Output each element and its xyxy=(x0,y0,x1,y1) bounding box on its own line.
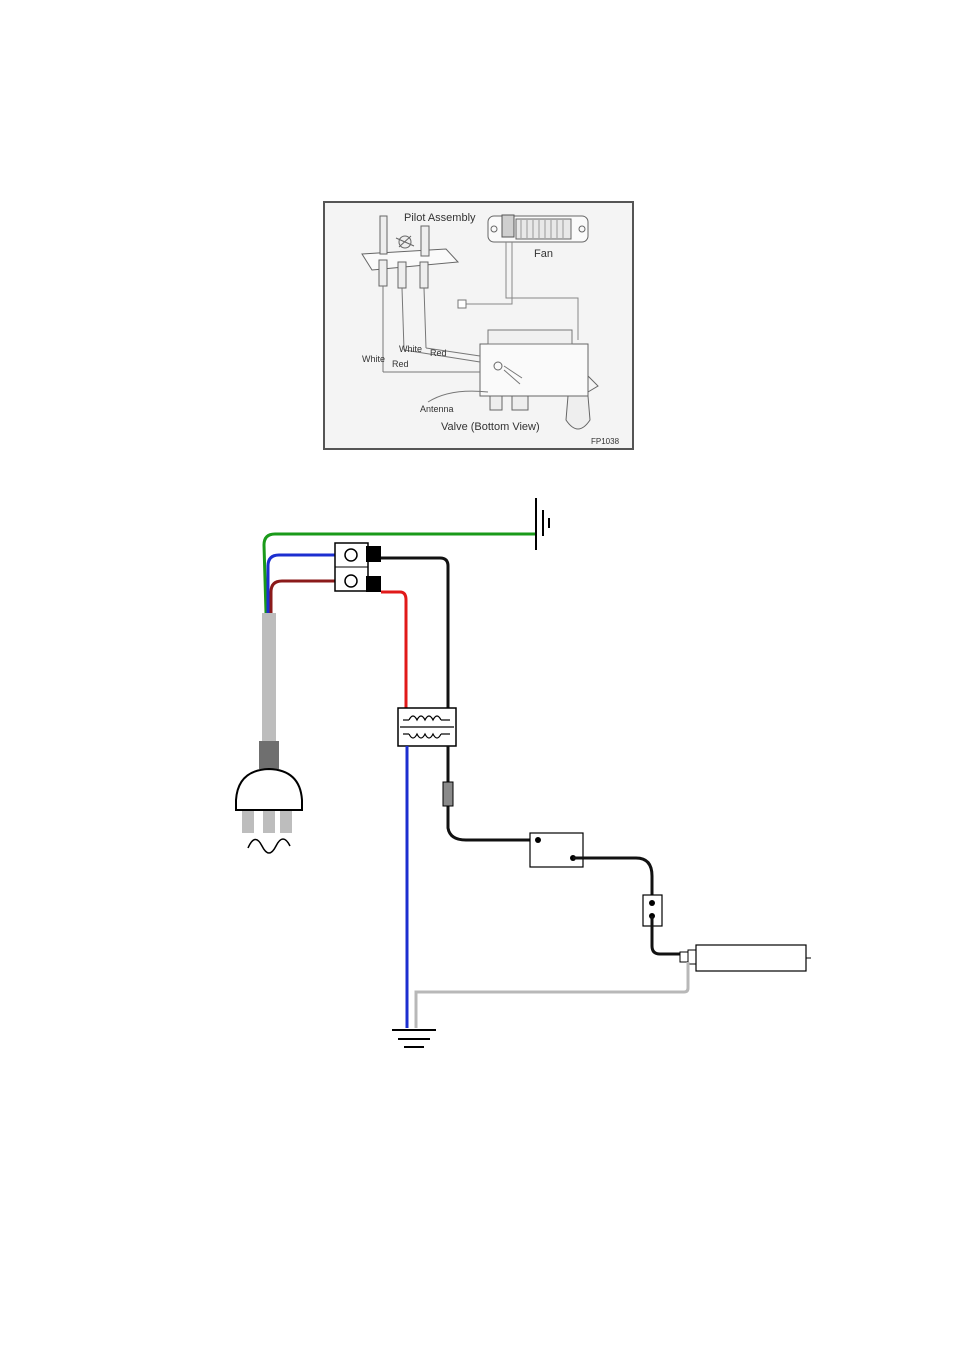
ac-symbol xyxy=(248,839,290,853)
red-wire-label-upper: Red xyxy=(430,348,447,358)
white-wire-label-upper: White xyxy=(399,344,422,354)
earth-ground-symbol xyxy=(536,498,549,550)
red-wire-to-transformer xyxy=(381,592,406,710)
valve-label: Valve (Bottom View) xyxy=(441,421,540,433)
white-wire-label-lower: White xyxy=(362,354,385,364)
black-wire-to-transformer xyxy=(381,558,448,710)
earth-wire xyxy=(264,534,536,613)
terminal-block xyxy=(335,543,381,592)
inline-fuse xyxy=(443,782,453,806)
mains-plug xyxy=(236,769,302,853)
transformer xyxy=(398,708,456,746)
plug-strain-relief xyxy=(259,741,279,769)
igniter-element xyxy=(680,945,811,971)
fan-drawing xyxy=(488,215,588,242)
black-wire-to-limit-switch xyxy=(573,858,652,903)
black-wire-secondary xyxy=(448,746,538,840)
fan-label: Fan xyxy=(534,248,553,260)
power-cord-cable xyxy=(262,613,276,743)
wiring-schematic xyxy=(236,498,811,1047)
active-wire-input xyxy=(271,581,344,613)
pilot-assembly-title: Pilot Assembly xyxy=(404,212,476,224)
ground-return-wire xyxy=(416,962,688,1028)
antenna-label: Antenna xyxy=(420,404,454,414)
switch-box xyxy=(530,833,583,867)
red-wire-label-lower: Red xyxy=(392,359,409,369)
figure-code: FP1038 xyxy=(591,437,620,446)
neutral-wire-input xyxy=(268,555,344,613)
pilot-assembly-figure: Pilot Assembly Fan White Red White Red A… xyxy=(324,202,633,449)
wire-connector xyxy=(458,300,466,308)
chassis-ground-symbol xyxy=(392,1030,436,1047)
